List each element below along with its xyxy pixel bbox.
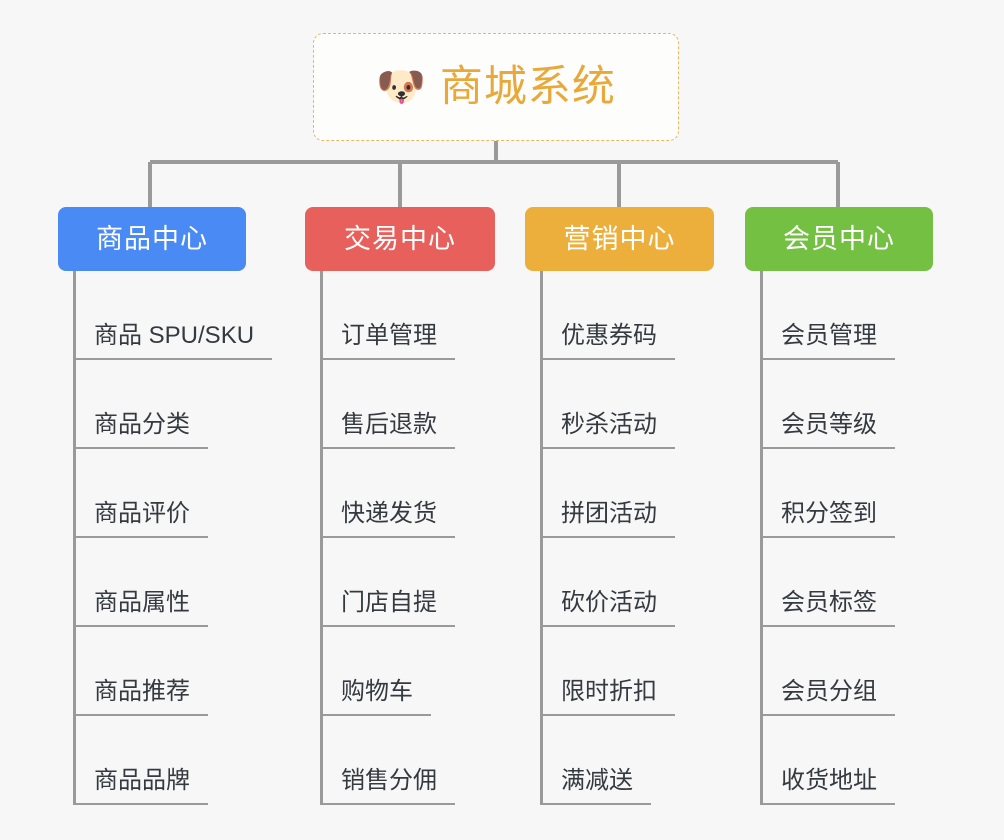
list-item[interactable]: 商品品牌 xyxy=(76,716,272,805)
list-item[interactable]: 会员管理 xyxy=(763,271,895,360)
leaf-label: 拼团活动 xyxy=(543,501,675,538)
list-item[interactable]: 收货地址 xyxy=(763,716,895,805)
leaf-label: 满减送 xyxy=(543,768,651,805)
category-column-0: 商品中心 xyxy=(58,207,246,271)
category-box-2[interactable]: 营销中心 xyxy=(525,207,714,271)
category-label-3: 会员中心 xyxy=(783,223,895,254)
list-item[interactable]: 会员分组 xyxy=(763,627,895,716)
root-title: 商城系统 xyxy=(439,62,616,111)
leaf-list-2: 优惠券码 秒杀活动 拼团活动 砍价活动 限时折扣 满减送 xyxy=(540,271,675,805)
leaf-label: 快递发货 xyxy=(323,501,455,538)
list-item[interactable]: 拼团活动 xyxy=(543,449,675,538)
leaf-label: 限时折扣 xyxy=(543,679,675,716)
category-box-0[interactable]: 商品中心 xyxy=(58,207,246,271)
leaf-label: 门店自提 xyxy=(323,590,455,627)
leaf-label: 商品分类 xyxy=(76,412,208,449)
list-item[interactable]: 满减送 xyxy=(543,716,675,805)
leaf-label: 商品评价 xyxy=(76,501,208,538)
list-item[interactable]: 商品 SPU/SKU xyxy=(76,271,273,360)
leaf-label: 商品 SPU/SKU xyxy=(76,323,273,360)
shiba-dog-face-icon: 🐶 xyxy=(376,65,426,109)
list-item[interactable]: 销售分佣 xyxy=(323,716,455,805)
leaf-label: 积分签到 xyxy=(763,501,895,538)
leaf-label: 秒杀活动 xyxy=(543,412,675,449)
leaf-label: 会员等级 xyxy=(763,412,895,449)
list-item[interactable]: 优惠券码 xyxy=(543,271,675,360)
list-item[interactable]: 会员等级 xyxy=(763,360,895,449)
leaf-label: 收货地址 xyxy=(763,768,895,805)
leaf-label: 商品品牌 xyxy=(76,768,208,805)
category-box-3[interactable]: 会员中心 xyxy=(745,207,933,271)
leaf-list-3: 会员管理 会员等级 积分签到 会员标签 会员分组 收货地址 xyxy=(760,271,895,805)
list-item[interactable]: 商品评价 xyxy=(76,449,272,538)
list-item[interactable]: 砍价活动 xyxy=(543,538,675,627)
leaf-list-1: 订单管理 售后退款 快递发货 门店自提 购物车 销售分佣 xyxy=(320,271,455,805)
leaf-list-0: 商品 SPU/SKU 商品分类 商品评价 商品属性 商品推荐 商品品牌 xyxy=(73,271,273,805)
list-item[interactable]: 商品推荐 xyxy=(76,627,272,716)
list-item[interactable]: 售后退款 xyxy=(323,360,455,449)
list-item[interactable]: 订单管理 xyxy=(323,271,455,360)
list-item[interactable]: 会员标签 xyxy=(763,538,895,627)
leaf-label: 会员标签 xyxy=(763,590,895,627)
category-box-1[interactable]: 交易中心 xyxy=(305,207,495,271)
leaf-label: 砍价活动 xyxy=(543,590,675,627)
category-column-1: 交易中心 xyxy=(305,207,495,271)
category-column-2: 营销中心 xyxy=(525,207,714,271)
list-item[interactable]: 积分签到 xyxy=(763,449,895,538)
leaf-label: 会员分组 xyxy=(763,679,895,716)
category-column-3: 会员中心 xyxy=(745,207,933,271)
leaf-label: 售后退款 xyxy=(323,412,455,449)
leaf-label: 购物车 xyxy=(323,679,431,716)
list-item[interactable]: 限时折扣 xyxy=(543,627,675,716)
list-item[interactable]: 购物车 xyxy=(323,627,455,716)
category-label-2: 营销中心 xyxy=(563,223,676,254)
leaf-label: 商品属性 xyxy=(76,590,208,627)
leaf-label: 销售分佣 xyxy=(323,768,455,805)
list-item[interactable]: 快递发货 xyxy=(323,449,455,538)
list-item[interactable]: 商品分类 xyxy=(76,360,272,449)
root-node[interactable]: 🐶 商城系统 xyxy=(313,33,679,141)
category-label-0: 商品中心 xyxy=(96,223,208,254)
leaf-label: 优惠券码 xyxy=(543,323,675,360)
leaf-label: 会员管理 xyxy=(763,323,895,360)
category-label-1: 交易中心 xyxy=(344,223,456,254)
leaf-label: 商品推荐 xyxy=(76,679,208,716)
list-item[interactable]: 秒杀活动 xyxy=(543,360,675,449)
leaf-label: 订单管理 xyxy=(323,323,455,360)
list-item[interactable]: 门店自提 xyxy=(323,538,455,627)
list-item[interactable]: 商品属性 xyxy=(76,538,272,627)
